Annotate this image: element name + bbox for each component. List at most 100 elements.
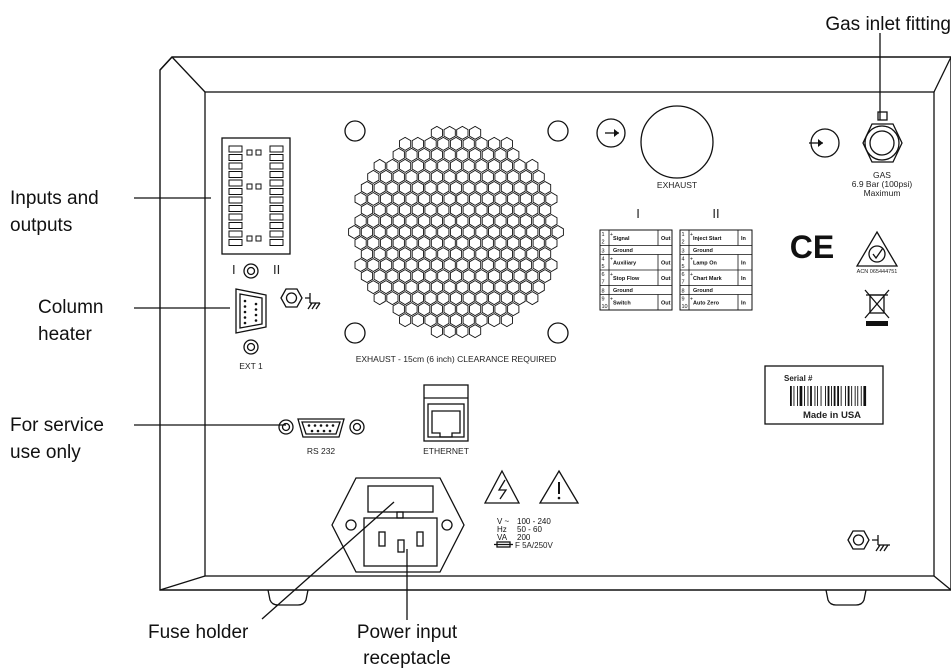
- vent-hole: [424, 269, 437, 284]
- terminal-pin-left: [228, 188, 243, 195]
- vent-hole: [538, 247, 552, 262]
- pin: [254, 308, 258, 311]
- rs232-label: RS 232: [307, 446, 336, 456]
- callout-fuse-holder: Fuse holder: [148, 622, 249, 643]
- vent-hole: [449, 291, 463, 306]
- vent-hole: [481, 235, 494, 251]
- vent-hole: [494, 280, 507, 295]
- vent-hole: [456, 169, 469, 184]
- vent-hole: [519, 191, 533, 206]
- vent-hole: [500, 180, 513, 195]
- gas-pressure-label: 6.9 Bar (100psi): [852, 179, 913, 189]
- ext1-label: EXT 1: [239, 361, 263, 371]
- vent-hole: [373, 269, 386, 284]
- vent-hole: [424, 136, 437, 151]
- vent-hole: [481, 258, 494, 273]
- vent-hole: [411, 269, 424, 284]
- vent-hole: [424, 224, 437, 240]
- io-roman-1: I: [232, 262, 236, 277]
- vent-hole: [411, 202, 424, 217]
- vent-hole: [538, 202, 552, 217]
- io-terminal-block: I II: [221, 137, 291, 279]
- vent-hole: [430, 147, 443, 162]
- ethernet-port: ETHERNET: [423, 384, 469, 456]
- vent-hole: [469, 125, 482, 140]
- vent-hole: [449, 247, 463, 262]
- power-spec-key: V ~: [497, 517, 510, 526]
- pin-number: 5: [682, 264, 685, 270]
- terminal-pin-left: [228, 222, 243, 229]
- vent-hole: [500, 224, 513, 240]
- terminal-screw: [246, 183, 253, 190]
- exhaust-clearance-label: EXHAUST - 15cm (6 inch) CLEARANCE REQUIR…: [356, 354, 557, 364]
- vent-hole: [437, 136, 450, 151]
- vent-hole: [399, 224, 412, 240]
- terminal-screw: [255, 235, 262, 242]
- vent-hole: [399, 269, 412, 284]
- vent-hole: [488, 202, 501, 217]
- pin: [325, 424, 329, 427]
- vent-hole: [411, 224, 424, 240]
- vent-hole: [392, 213, 405, 229]
- svg-text:+: +: [690, 232, 693, 238]
- vent-hole: [500, 247, 513, 262]
- vent-hole: [354, 213, 367, 229]
- vent-hole: [386, 269, 399, 284]
- vent-hole: [405, 258, 418, 273]
- vent-hole: [519, 280, 533, 295]
- vent-hole: [475, 313, 488, 328]
- svg-text:+: +: [610, 232, 613, 238]
- vent-hole: [545, 235, 558, 251]
- vent-hole: [526, 202, 539, 217]
- vent-hole: [405, 302, 418, 317]
- vent-hole: [418, 258, 431, 273]
- barcode-bar: [810, 386, 812, 406]
- vent-hole: [494, 213, 507, 229]
- vent-hole: [532, 280, 545, 295]
- pin: [328, 429, 332, 433]
- vent-hole: [513, 269, 526, 284]
- callout-column-heater-2: heater: [38, 324, 93, 345]
- vent-hole: [399, 313, 412, 328]
- vent-hole: [500, 158, 513, 173]
- barcode-bar: [840, 386, 842, 406]
- vent-hole: [443, 280, 456, 295]
- terminal-pin-left: [228, 196, 243, 204]
- barcode-bar: [847, 386, 850, 406]
- terminal-pin-right: [269, 196, 284, 204]
- vent-hole: [507, 191, 520, 206]
- vent-hole: [430, 191, 443, 206]
- power-spec-value: 100 - 240: [517, 517, 551, 526]
- pin: [254, 302, 258, 306]
- vent-hex-grid: [348, 125, 564, 339]
- vent-hole: [399, 247, 412, 262]
- vent-hole: [513, 202, 526, 217]
- terminal-pin-left: [228, 154, 243, 161]
- vent-hole: [418, 280, 431, 295]
- vent-hole: [437, 224, 450, 240]
- pin: [310, 429, 314, 433]
- terminal-pin-right: [269, 222, 284, 229]
- barcode-bar: [797, 386, 798, 406]
- vent-hole: [437, 180, 450, 195]
- vent-hole: [488, 158, 501, 173]
- vent-hole: [348, 224, 361, 240]
- exhaust-port: EXHAUST: [596, 105, 714, 190]
- vent-hole: [526, 247, 539, 262]
- pin-number: 8: [682, 289, 685, 295]
- vent-hole: [437, 247, 450, 262]
- vent-hole: [392, 280, 405, 295]
- vent-hole: [488, 224, 501, 240]
- vent-hole: [443, 258, 456, 273]
- vent-hole: [411, 291, 424, 306]
- vent-hole: [405, 191, 418, 206]
- callout-inputs-outputs-1: Inputs and: [10, 188, 99, 209]
- vent-hole: [386, 158, 399, 173]
- vent-hole: [481, 191, 494, 206]
- vent-hole: [437, 291, 450, 306]
- pin-number: 6: [682, 272, 685, 278]
- terminal-pin-left: [228, 179, 243, 187]
- vent-hole: [386, 291, 399, 306]
- vent-hole: [456, 324, 469, 339]
